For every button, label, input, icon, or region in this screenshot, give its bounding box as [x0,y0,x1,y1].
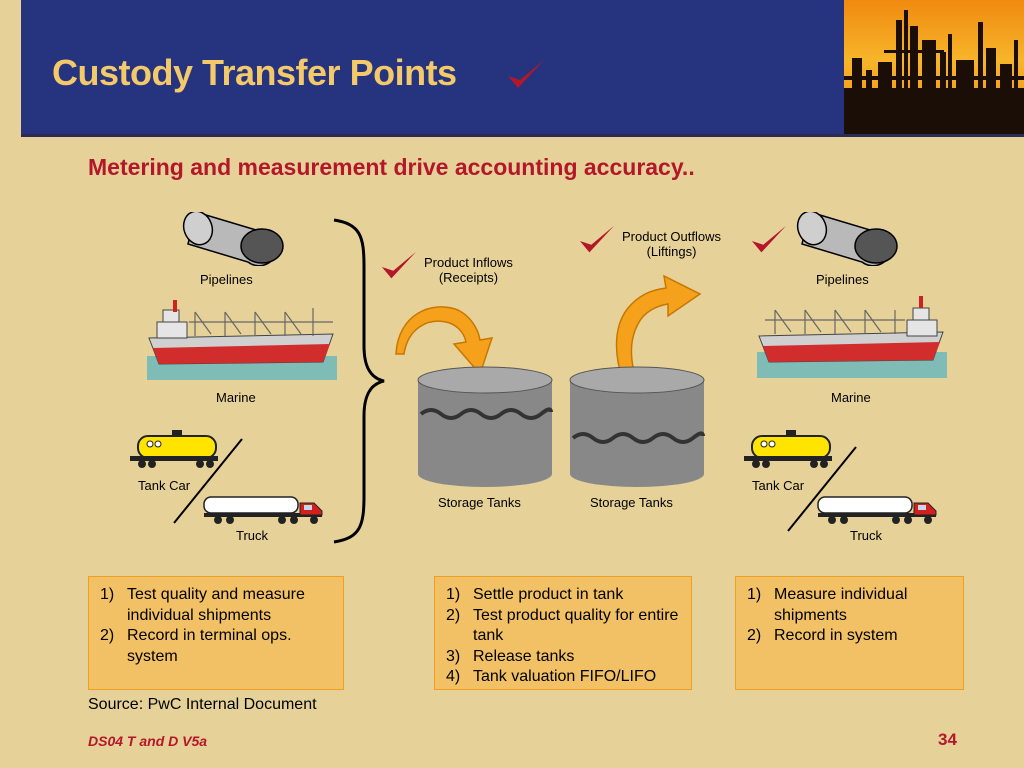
list-item: 1) Settle product in tank [446,585,683,606]
marine-label: Marine [831,390,871,405]
list-item: 4) Tank valuation FIFO/LIFO [446,667,683,688]
truck-icon [816,493,940,532]
storage-tanks-label: Storage Tanks [438,495,521,510]
marine-label: Marine [216,390,256,405]
pipelines-label: Pipelines [816,272,869,287]
curly-brace [330,216,390,551]
list-item: 2) Record in terminal ops. system [100,626,335,667]
right-steps-box: 1) Measure individual shipments 2) Record … [735,576,964,690]
list-number: 1) [446,586,461,603]
list-text: Release tanks [473,647,575,665]
divider-slash [786,445,860,538]
tank-car-icon [742,428,834,475]
product-inflows-title: Product Inflows [424,255,513,270]
product-outflows-title: Product Outflows [622,229,721,244]
list-number: 2) [446,606,461,624]
tank-car-label: Tank Car [138,478,191,493]
footer-doc-id: DS04 T and D V5a [88,733,208,749]
truck-label: Truck [850,528,883,543]
list-number: 1) [747,586,762,603]
header-divider [21,134,1024,137]
truck-icon [202,493,326,532]
list-text: Tank valuation FIFO/LIFO [473,668,657,685]
outflow-arrow-icon [612,272,704,397]
list-text: Test quality and measure individual ship… [127,586,305,624]
inflow-arrow-icon [392,294,504,383]
product-outflows-subtitle: (Liftings) [646,244,697,259]
divider-slash [172,437,246,530]
left-steps-box: 1) Test quality and measure individual sh… [88,576,344,690]
list-text: Measure individual shipments [774,586,908,624]
header-band [21,0,844,134]
checkmark-icon [578,222,616,263]
list-number: 1) [100,586,115,603]
page-title: Custody Transfer Points [52,52,457,93]
list-text: Test product quality for entire tank [473,606,679,645]
truck-label: Truck [236,528,269,543]
product-outflows-label: Product Outflows (Liftings) [622,229,721,259]
list-item: 2) Record in system [747,626,955,647]
page-number: 34 [938,730,957,749]
list-item: 1) Test quality and measure individual sh… [100,585,335,626]
ship-icon [145,292,339,387]
list-text: Record in system [774,627,898,644]
storage-tank-icon [417,366,553,493]
list-item: 2) Test product quality for entire tank [446,606,683,647]
checkmark-icon [750,222,788,263]
storage-tank-icon [569,366,705,493]
pipeline-icon [792,210,904,271]
checkmark-icon [506,58,546,97]
storage-tanks-label: Storage Tanks [590,495,673,510]
product-inflows-subtitle: (Receipts) [438,270,499,285]
list-text: Record in terminal ops. system [127,627,292,665]
refinery-photo [844,0,1024,134]
source-note: Source: PwC Internal Document [88,696,317,713]
list-number: 2) [100,627,115,644]
list-item: 3) Release tanks [446,647,683,668]
pipeline-icon [178,210,290,271]
tank-car-icon [128,428,220,475]
product-inflows-label: Product Inflows (Receipts) [424,255,513,285]
subtitle: Metering and measurement drive accountin… [88,154,695,180]
list-number: 4) [446,668,461,685]
tank-car-label: Tank Car [752,478,805,493]
middle-steps-box: 1) Settle product in tank 2) Test product … [434,576,692,690]
pipelines-label: Pipelines [200,272,253,287]
checkmark-icon [380,248,418,289]
list-text: Settle product in tank [473,586,624,603]
list-number: 3) [446,647,461,665]
list-number: 2) [747,627,762,644]
list-item: 1) Measure individual shipments [747,585,955,626]
ship-icon [752,290,952,385]
